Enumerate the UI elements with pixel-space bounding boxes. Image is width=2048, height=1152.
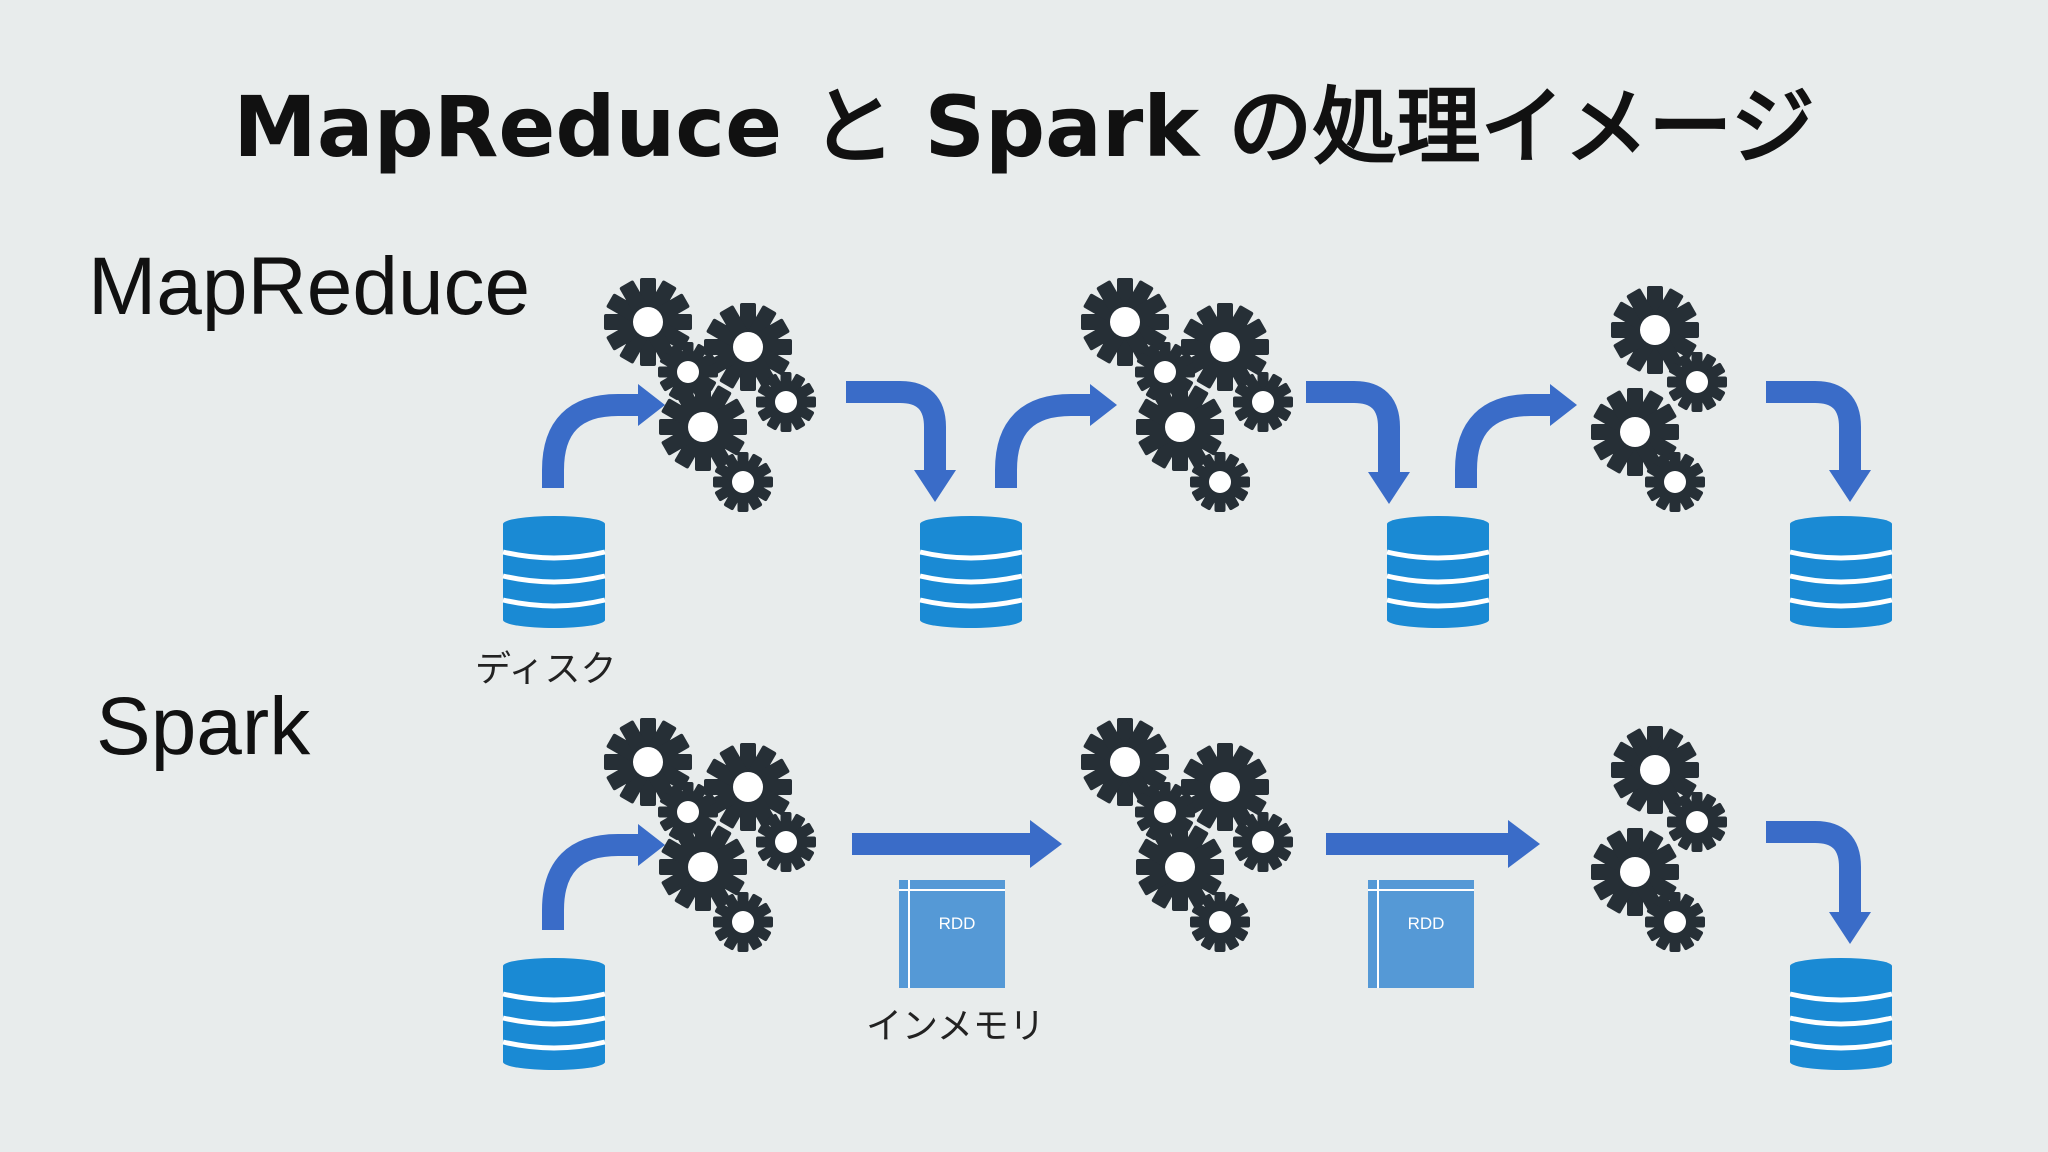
disk-stack-icon <box>1790 516 1892 628</box>
disk-stack-icon <box>1790 958 1892 1070</box>
disk-caption: ディスク <box>475 649 617 690</box>
rdd-block-icon <box>898 879 1006 989</box>
rdd-label-2: RDD <box>1407 914 1445 933</box>
gear-cluster-icon <box>1591 286 1727 512</box>
in-memory-caption: インメモリ <box>866 1006 1045 1047</box>
up-arrow-1 <box>542 394 640 488</box>
up-arrow-2 <box>995 394 1092 488</box>
down-arrow-spark <box>1766 821 1861 912</box>
rdd-block-icon <box>1367 879 1475 989</box>
disk-stack-icon <box>503 516 605 628</box>
row-label-spark: Spark <box>96 681 311 772</box>
row-label-mapreduce: MapReduce <box>88 241 531 332</box>
up-arrow-spark <box>542 834 640 930</box>
down-arrow-2 <box>1306 381 1400 472</box>
disk-stack-icon <box>920 516 1022 628</box>
gear-cluster-icon <box>1081 278 1293 512</box>
page-title: MapReduce と Spark の処理イメージ <box>233 78 1815 176</box>
rdd-label-1: RDD <box>938 914 976 933</box>
gear-cluster-icon <box>1081 718 1293 952</box>
down-arrow-3 <box>1766 381 1861 470</box>
disk-stack-icon <box>1387 516 1489 628</box>
disk-stack-icon <box>503 958 605 1070</box>
gear-cluster-icon <box>1591 726 1727 952</box>
up-arrow-3 <box>1455 394 1552 488</box>
down-arrow-1 <box>846 381 946 470</box>
